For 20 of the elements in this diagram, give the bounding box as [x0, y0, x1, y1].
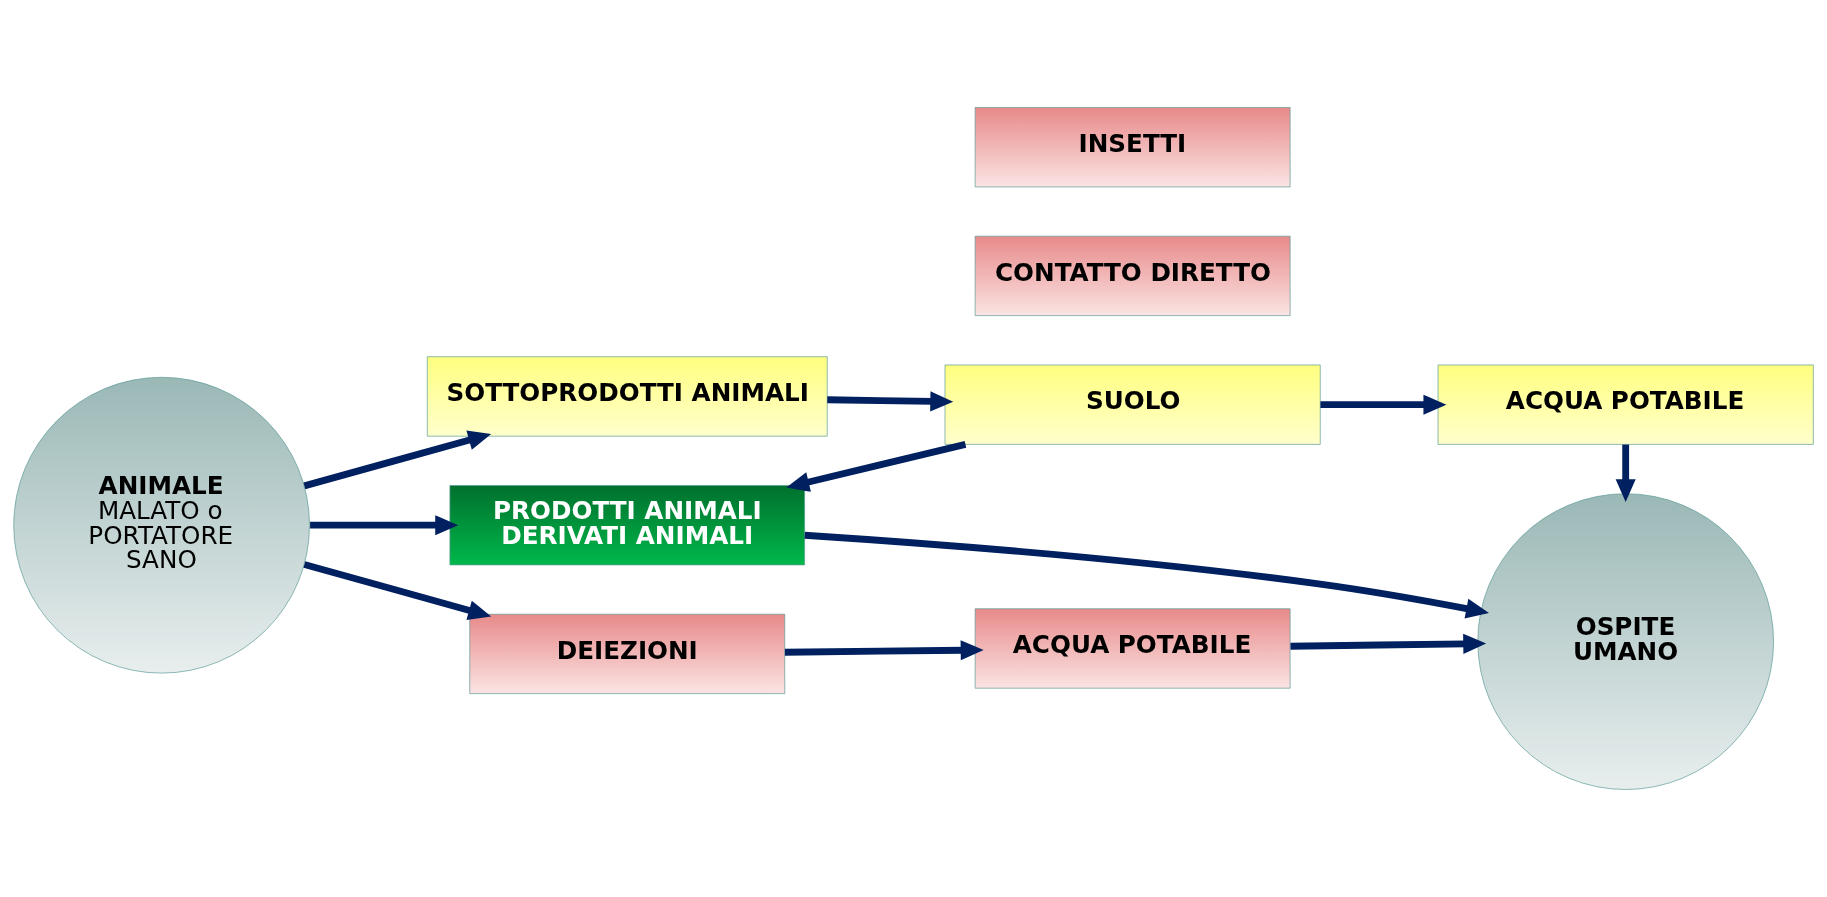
node-box: SUOLO: [944, 364, 1321, 445]
node-circle: ANIMALE MALATO o PORTATORE SANO: [13, 376, 310, 674]
node-box: PRODOTTI ANIMALI DERIVATI ANIMALI: [449, 485, 805, 566]
arrow: [1615, 444, 1636, 503]
arrow: [827, 391, 954, 412]
node-box: DEIEZIONI: [469, 613, 786, 694]
node-box: SOTTOPRODOTTI ANIMALI: [426, 356, 828, 437]
arrow: [786, 441, 967, 492]
node-box: ACQUA POTABILE: [974, 608, 1291, 689]
node-box: CONTATTO DIRETTO: [974, 235, 1291, 316]
node-box: INSETTI: [974, 107, 1291, 188]
arrow: [784, 640, 984, 661]
arrow: [303, 561, 492, 620]
arrow: [310, 515, 459, 536]
node-box: ACQUA POTABILE: [1437, 364, 1814, 445]
arrow: [303, 430, 492, 490]
arrow: [1290, 633, 1487, 654]
arrow: [1320, 394, 1447, 415]
arrow: [804, 531, 1489, 619]
node-circle: OSPITE UMANO: [1477, 493, 1774, 790]
